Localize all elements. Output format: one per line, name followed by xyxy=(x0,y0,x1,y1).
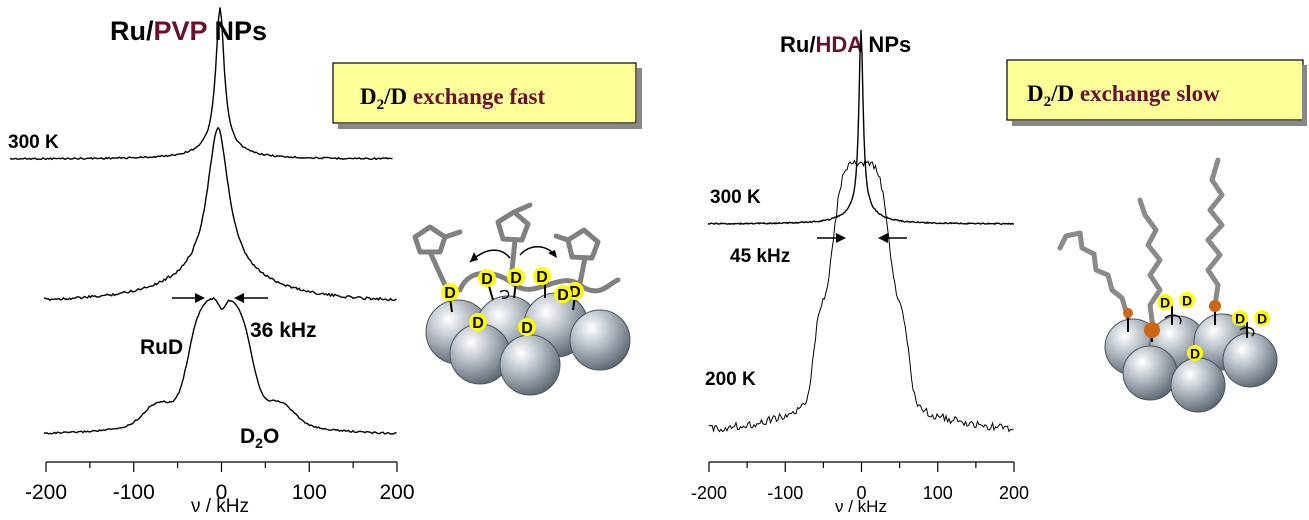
right-panel: Ru/HDA NPs D2/D exchange slow 300 K 200 … xyxy=(691,29,1307,516)
left-deuterium-label: D xyxy=(472,315,484,332)
right-deuterium-label: D xyxy=(1257,310,1267,326)
left-deuterium-label: D xyxy=(521,320,533,337)
left-deuterium-atom xyxy=(533,267,551,285)
left-label-300k: 300 K xyxy=(8,132,59,153)
right-width-arrows xyxy=(817,233,907,243)
left-deuterium-label: D xyxy=(536,269,548,286)
right-x-axis-label: ν / kHz xyxy=(835,497,887,516)
left-deuterium-label: D xyxy=(557,287,569,304)
left-deuterium-label: D xyxy=(510,270,522,287)
left-axis-tick-label: 200 xyxy=(379,481,414,504)
right-axis-tick-label: 0 xyxy=(856,483,866,503)
right-info-box: D2/D exchange slow xyxy=(1006,59,1307,126)
left-deuterium-atom xyxy=(518,318,536,336)
right-deuterium-atom xyxy=(1179,292,1195,308)
ru-spheres-left xyxy=(425,292,631,396)
left-info-box: D2/D exchange fast xyxy=(332,62,642,129)
left-box-text: D2/D exchange fast xyxy=(360,84,545,113)
right-axis-tick-label: -100 xyxy=(767,483,803,503)
right-axis-tick-label: -200 xyxy=(691,483,727,503)
right-spectrum-300k xyxy=(707,29,1015,226)
right-x-axis: -200 -100 0 100 200 ν / kHz xyxy=(691,461,1029,516)
right-width-label: 45 kHz xyxy=(730,246,790,267)
left-axis-tick-label: 0 xyxy=(216,481,228,504)
left-deuterium-atom xyxy=(469,313,487,331)
hda-alkyl-chains xyxy=(1057,157,1225,331)
right-spectrum-200k xyxy=(708,158,1014,433)
right-deuterium-label: D xyxy=(1235,310,1245,326)
left-d2o-label: D2O xyxy=(240,425,279,451)
left-x-axis: -200 -100 0 100 200 ν / kHz xyxy=(25,461,415,517)
right-deuterium-atom xyxy=(1232,310,1248,326)
ru-spheres-right xyxy=(1104,313,1278,413)
right-deuterium-atom xyxy=(1157,294,1173,310)
left-x-axis-label: ν / kHz xyxy=(191,496,249,517)
left-deuterium-atom xyxy=(478,269,496,287)
left-axis-tick-label: -200 xyxy=(25,481,67,504)
ligand-anchor-atoms xyxy=(1123,300,1221,338)
left-deuterium-label: D xyxy=(481,271,493,288)
pvp-exchange-arrows xyxy=(469,245,557,263)
left-width-arrows xyxy=(172,293,268,303)
left-axis-tick-label: -100 xyxy=(113,481,155,504)
right-deuterium-label: D xyxy=(1190,345,1200,361)
left-deuterium-label: D xyxy=(569,284,581,301)
left-title: Ru/PVP NPs xyxy=(110,16,267,46)
left-panel: Ru/PVP NPs D2/D exchange fast 300 K 36 k… xyxy=(8,7,642,517)
left-deuterium-atom xyxy=(554,285,572,303)
left-axis-tick-label: 100 xyxy=(292,481,327,504)
left-spectrum-middle xyxy=(44,126,397,302)
right-axis-tick-label: 100 xyxy=(923,483,953,503)
left-spectrum-bottom xyxy=(43,296,397,435)
right-deuterium-atom xyxy=(1187,345,1203,361)
right-deuterium-label: D xyxy=(1160,294,1170,310)
left-spectrum-300k xyxy=(9,7,393,161)
left-deuterium-label: D xyxy=(444,285,456,302)
right-label-200k: 200 K xyxy=(705,369,756,390)
right-axis-tick-label: 200 xyxy=(999,483,1029,503)
left-deuterium-atom xyxy=(441,283,459,301)
right-box-text: D2/D exchange slow xyxy=(1027,81,1220,110)
right-deuterium-atom xyxy=(1254,310,1270,326)
right-label-300k: 300 K xyxy=(710,187,761,208)
right-deuterium-label: D xyxy=(1182,292,1192,308)
left-rud-label: RuD xyxy=(140,336,183,359)
right-title: Ru/HDA NPs xyxy=(780,32,911,57)
left-width-label: 36 kHz xyxy=(250,319,317,342)
left-deuterium-atom xyxy=(507,268,525,286)
